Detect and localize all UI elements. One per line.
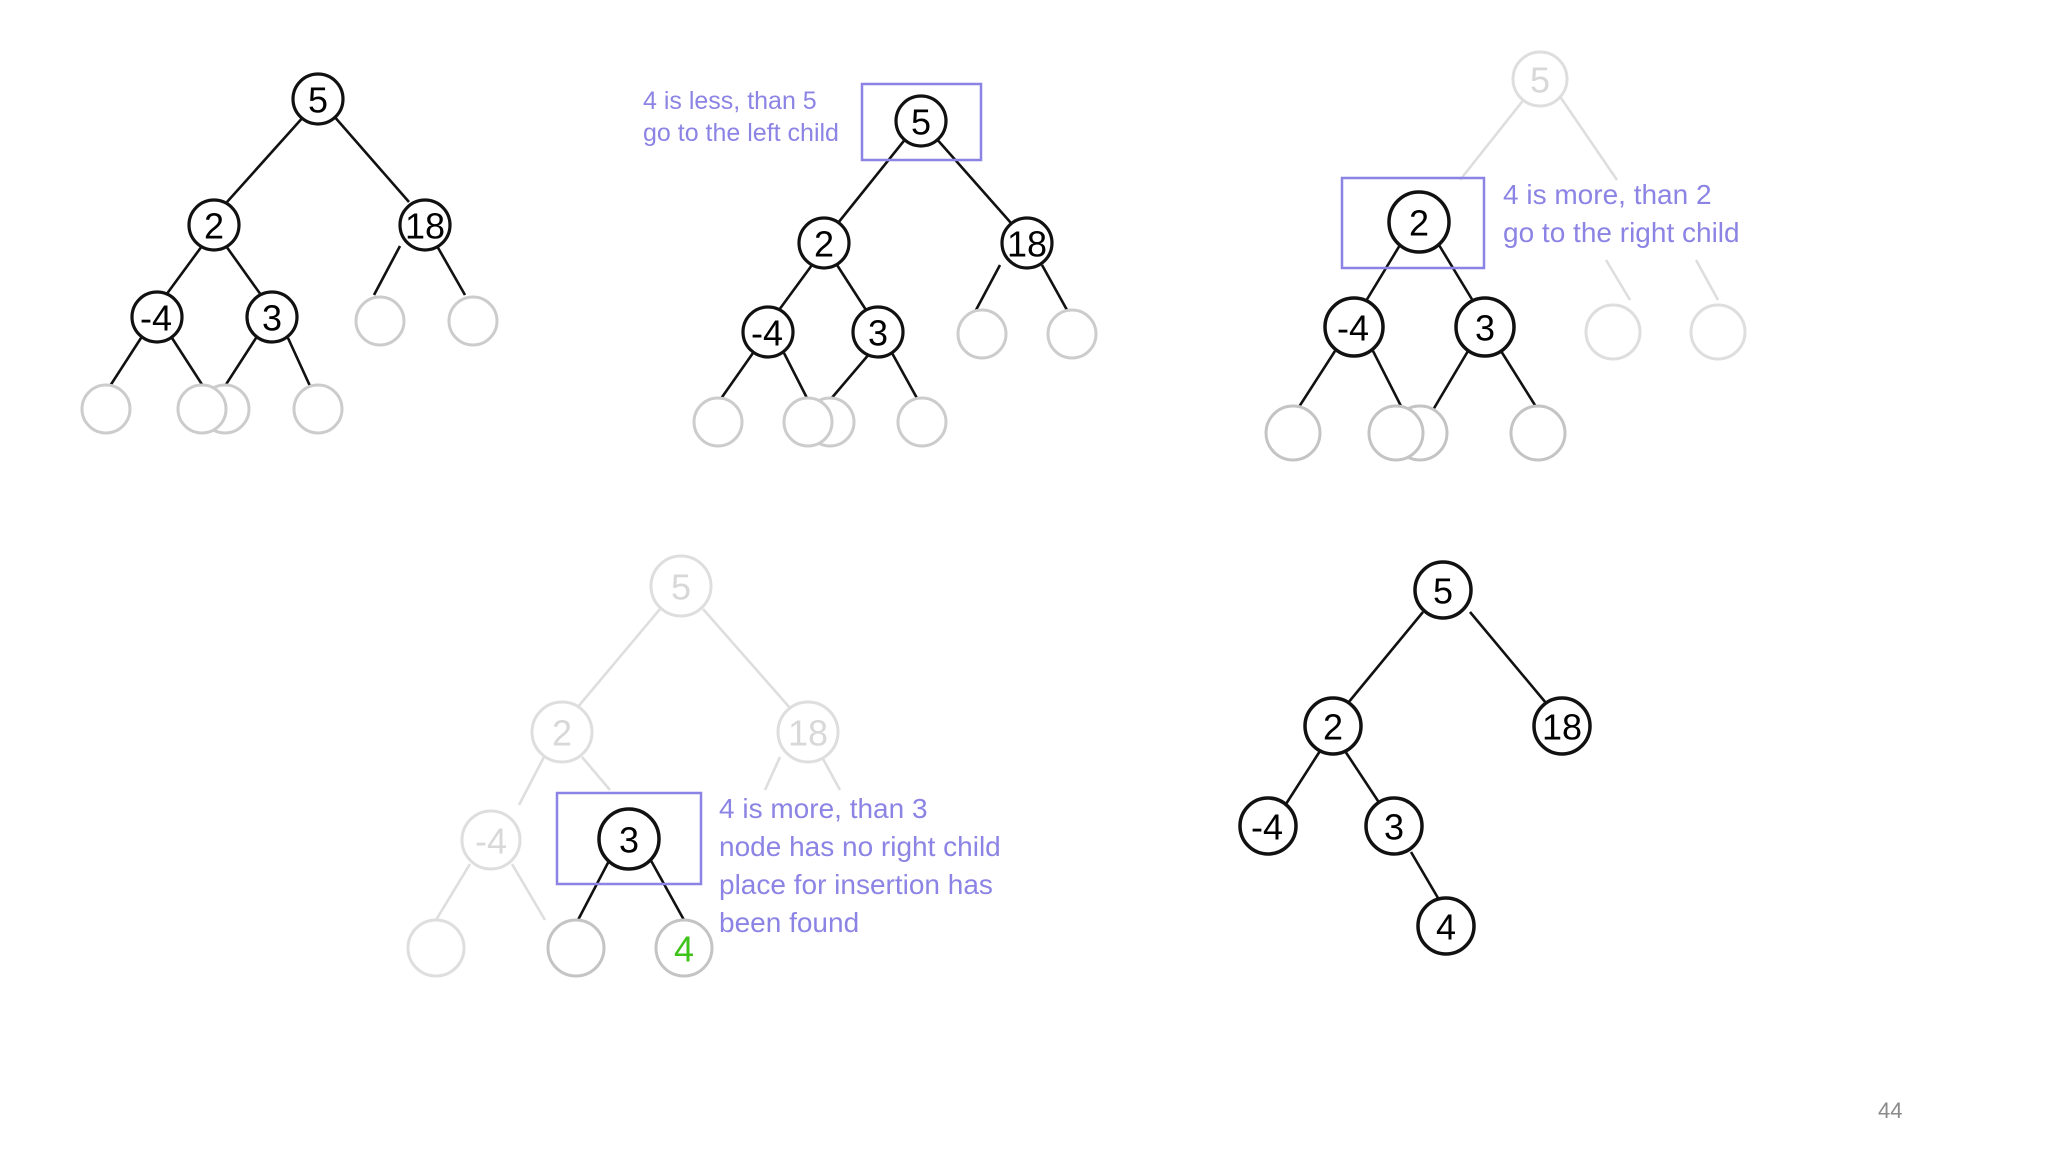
tree-node-2: 2 (797, 216, 851, 270)
step-note: 4 is less, than 5 go to the left child (643, 87, 839, 147)
note-line: node has no right child (719, 831, 1001, 862)
node-label: 2 (1409, 203, 1429, 244)
active-edges (1295, 244, 1540, 411)
note-line: 4 is more, than 2 (1503, 179, 1712, 210)
tree-node--4: -4 (741, 305, 795, 359)
node-label: 3 (619, 820, 639, 861)
tree-node-2: 2 (1387, 190, 1451, 254)
highlight-box (555, 791, 703, 886)
node-label: 3 (868, 313, 888, 354)
faded-nodes (406, 554, 840, 978)
node-label: 2 (1323, 707, 1343, 748)
faded-node-label: 2 (552, 713, 572, 754)
tree-node-4: 4 (1416, 896, 1476, 956)
step-note: 4 is more, than 3 node has no right chil… (719, 793, 1009, 938)
tree-node-18: 18 (1532, 696, 1592, 756)
panel-step-left: 5 2 -4 3 4 is more, (1264, 50, 1747, 462)
node-label: 3 (262, 298, 282, 339)
page-number: 44 (1878, 1098, 1903, 1123)
active-edges (576, 856, 686, 921)
node-label: 3 (1384, 807, 1404, 848)
tree-node-5: 5 (894, 94, 948, 148)
faded-node-label: 5 (1530, 60, 1550, 101)
tree-node-3: 3 (1364, 796, 1424, 856)
note-line: go to the right child (1503, 217, 1740, 248)
node-label: 5 (1433, 571, 1453, 612)
highlight-box (860, 82, 983, 162)
node-label: 5 (911, 102, 931, 143)
step-note: 4 is more, than 2 go to the right child (1503, 179, 1740, 248)
panel-result-nodes: 5 2 18 -4 3 4 (1238, 560, 1592, 956)
node-label: 18 (1542, 707, 1582, 748)
node-label: 2 (204, 206, 224, 247)
empty-leaf-nodes (1264, 404, 1567, 462)
panel-step-root (718, 136, 1069, 401)
node-label: 18 (1007, 224, 1047, 265)
tree-node-2: 2 (187, 198, 241, 252)
node-label: 18 (405, 206, 445, 247)
node-label: 3 (1475, 308, 1495, 349)
empty-leaf-nodes (692, 308, 1098, 448)
note-line: been found (719, 907, 859, 938)
faded-node-label: -4 (475, 821, 507, 862)
tree-node--4: -4 (130, 290, 184, 344)
highlight-box (1340, 176, 1486, 270)
tree-node-3: 3 (1454, 296, 1516, 358)
node-label: 2 (814, 224, 834, 265)
note-line: 4 is more, than 3 (719, 793, 928, 824)
faded-node-label: 18 (788, 713, 828, 754)
note-line: place for insertion has (719, 869, 993, 900)
node-label: -4 (1251, 807, 1283, 848)
tree-node-18: 18 (1000, 216, 1054, 270)
panel-step-root-nodes: 5 2 18 -4 3 4 is less, than 5 (643, 82, 1098, 448)
empty-leaf-nodes (80, 295, 499, 435)
tree-node--4: -4 (1238, 796, 1298, 856)
faded-edges (434, 608, 842, 921)
panel-step-insert: 5 2 18 -4 3 4 4 is more, than 3 node has… (406, 554, 1009, 978)
node-label: 4 (1436, 907, 1456, 948)
node-label: -4 (140, 298, 172, 339)
note-line: 4 is less, than 5 (643, 87, 817, 115)
tree-node-3: 3 (245, 290, 299, 344)
tree-node-5: 5 (291, 72, 345, 126)
node-label: -4 (1337, 308, 1369, 349)
note-line: go to the left child (643, 119, 839, 147)
tree-node--4: -4 (1323, 296, 1385, 358)
node-label: -4 (751, 313, 783, 354)
tree-node-2: 2 (1303, 696, 1363, 756)
tree-node-3: 3 (597, 807, 661, 871)
faded-node-label: 5 (671, 567, 691, 608)
inserted-node-4: 4 (654, 918, 714, 978)
panel-initial-nodes: 5 2 18 -4 3 (80, 72, 499, 435)
faded-edges (1458, 97, 1720, 301)
tree-node-3: 3 (851, 305, 905, 359)
tree-node-18: 18 (398, 198, 452, 252)
panel-initial-tree (108, 114, 467, 387)
tree-node-5: 5 (1413, 560, 1473, 620)
inserted-node-label: 4 (674, 929, 694, 970)
panel-result-tree (1284, 611, 1547, 899)
empty-leaf-node (546, 918, 606, 978)
node-label: 5 (308, 80, 328, 121)
faded-nodes (1511, 50, 1747, 361)
